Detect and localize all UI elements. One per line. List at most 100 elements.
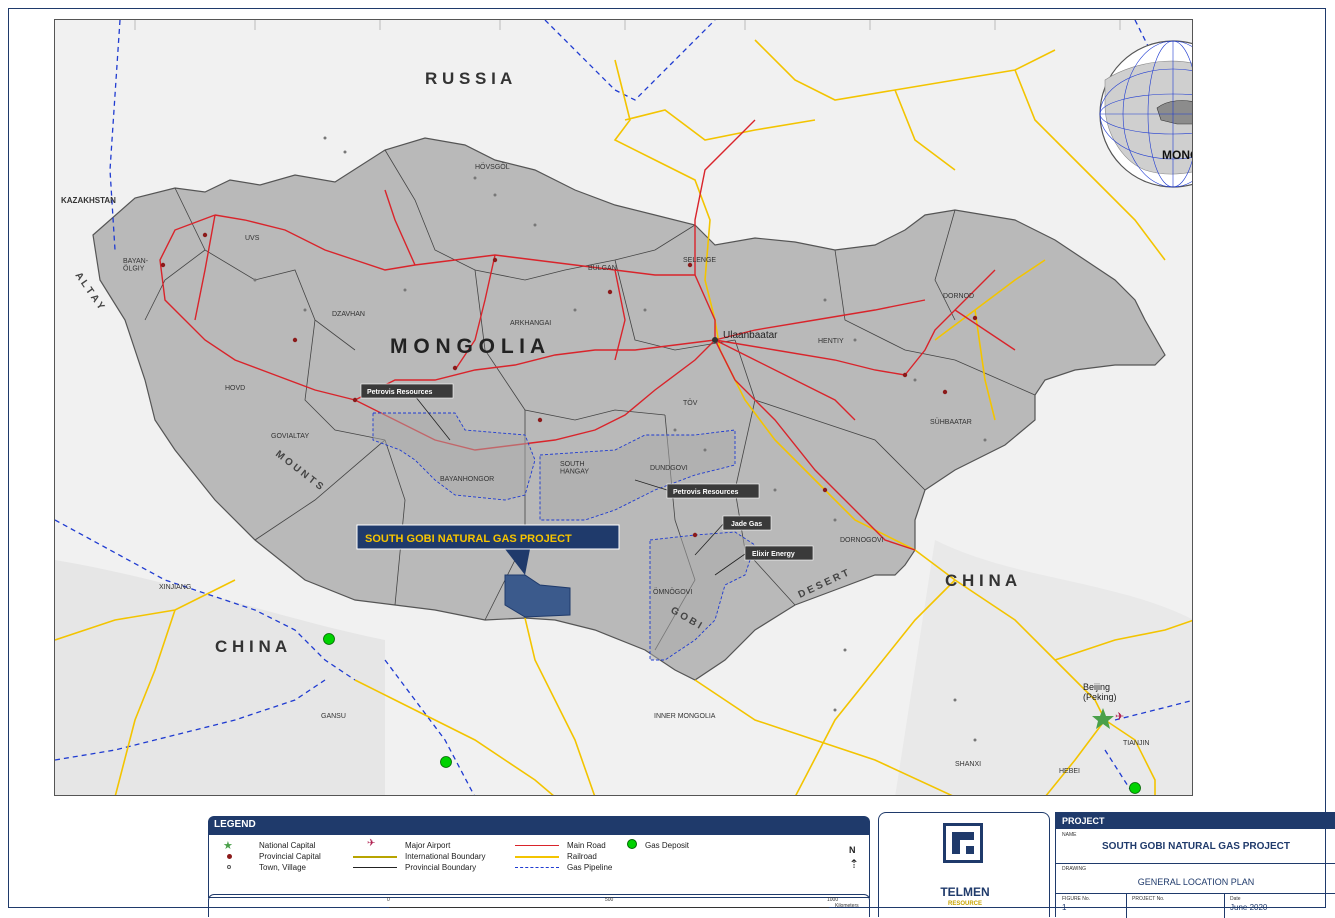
location-map[interactable]: ✈ R U S S I A KAZAKHSTAN M O N G O L I A… <box>54 19 1193 796</box>
legend-provincial-boundary: Provincial Boundary <box>405 863 477 872</box>
drawing-name: GENERAL LOCATION PLAN <box>1137 877 1255 887</box>
main-roads <box>159 119 1016 551</box>
airport-icon: ✈ <box>367 838 376 849</box>
legend-main-road: Main Road <box>567 841 606 850</box>
callout-label: Petrovis Resources <box>367 389 432 396</box>
ulaanbaatar-marker[interactable] <box>712 337 718 343</box>
label-hentiy: HENTIY <box>818 338 844 345</box>
provincial-capital-markers <box>160 232 978 538</box>
figure-number: 1 <box>1062 903 1067 912</box>
callout-petrovis-1[interactable]: Petrovis Resources <box>360 383 454 441</box>
callout-label: Jade Gas <box>731 521 762 528</box>
logo-sub: RESOURCE <box>947 901 982 907</box>
label-xinjiang: XINJIANG <box>159 584 191 591</box>
gas-deposit-marker[interactable] <box>440 756 452 768</box>
region-labels: HÖVSGÖL UVS BAYAN-ÖLGIY DZAVHAN ARKHANGA… <box>123 163 1149 775</box>
project-info-box: PROJECT NAME SOUTH GOBI NATURAL GAS PROJ… <box>1055 812 1335 918</box>
label-hovsgol: HÖVSGÖL <box>475 163 510 171</box>
divider <box>1056 893 1335 894</box>
town-icon <box>227 865 231 869</box>
legend-title: LEGEND <box>208 816 870 834</box>
gas-deposit-icon <box>627 839 637 849</box>
international-boundary-line <box>353 856 397 858</box>
scale-end: 1000 <box>827 897 839 903</box>
label-inner-mongolia: INNER MONGOLIA <box>654 713 716 720</box>
label-govialtay: GOVIALTAY <box>271 433 309 440</box>
label-dzavhan: DZAVHAN <box>332 311 365 318</box>
label-kazakhstan: KAZAKHSTAN <box>61 196 116 205</box>
terrain-shade <box>895 540 1192 795</box>
legend-town: Town, Village <box>259 863 306 872</box>
callout-label: Petrovis Resources <box>673 489 738 496</box>
gas-deposit-marker[interactable] <box>323 633 335 645</box>
scale-unit: Kilometers <box>835 903 859 909</box>
legend-provincial-capital: Provincial Capital <box>259 852 321 861</box>
north-label: N <box>849 845 856 855</box>
scale-mid: 500 <box>605 897 614 903</box>
legend-body: ★ National Capital Provincial Capital To… <box>208 834 870 898</box>
gas-deposit-marker[interactable] <box>1129 782 1141 794</box>
divider <box>1056 863 1335 864</box>
label-omnogovi: ÖMNÖGOVI <box>653 588 692 596</box>
project-name: SOUTH GOBI NATURAL GAS PROJECT <box>1102 841 1290 852</box>
legend-major-airport: Major Airport <box>405 841 451 850</box>
scale-zero: 0 <box>387 897 390 903</box>
divider <box>1126 893 1127 918</box>
licence-blocks <box>372 412 756 661</box>
label-ulaanbaatar: Ulaanbaatar <box>723 330 778 341</box>
scale-bar-box: 0 500 1000 Kilometers <box>208 894 870 917</box>
international-boundaries <box>55 20 1192 795</box>
gas-pipeline-line <box>515 867 559 868</box>
label-gansu: GANSU <box>321 713 346 720</box>
logo-box: TELMEN RESOURCE <box>878 812 1050 917</box>
label-bayanhongor: BAYANHONGOR <box>440 476 494 483</box>
provincial-capital-icon <box>227 854 232 859</box>
railroads <box>55 39 1192 795</box>
legend-international-boundary: International Boundary <box>405 852 486 861</box>
callout-label: SOUTH GOBI NATURAL GAS PROJECT <box>365 533 572 545</box>
graticule <box>134 20 1121 30</box>
label-china-right: C H I N A <box>945 571 1017 590</box>
callout-elixir-energy[interactable]: Elixir Energy <box>714 545 814 576</box>
legend-gas-deposit: Gas Deposit <box>645 841 690 850</box>
label-bulgan: BULGAN <box>588 265 617 272</box>
label-selenge: SELENGE <box>683 257 716 264</box>
label-mongolia-globe: MONGOLIA <box>1162 148 1193 162</box>
terrain-shade <box>55 560 385 795</box>
legend-railroad: Railroad <box>567 852 597 861</box>
label-dornod: DORNOD <box>943 293 974 300</box>
provincial-boundary-line <box>353 867 397 868</box>
railroad-line <box>515 856 559 858</box>
project-no-label: PROJECT No. <box>1132 896 1165 902</box>
label-dundgovi: DUNDGOVI <box>650 465 688 472</box>
legend-gas-pipeline: Gas Pipeline <box>567 863 613 872</box>
label-mongolia: M O N G O L I A <box>390 335 545 358</box>
legend-national-capital: National Capital <box>259 841 316 850</box>
date-label: Date <box>1230 896 1241 902</box>
north-arrow-icon: ⇡ <box>849 857 860 871</box>
label-tianjin: TIANJIN <box>1123 740 1149 747</box>
label-beijing: Beijing(Peking) <box>1083 682 1117 702</box>
drawing-label: DRAWING <box>1062 866 1086 872</box>
national-capital-icon: ★ <box>223 840 233 852</box>
label-shanxi: SHANXI <box>955 761 981 768</box>
scale-line <box>389 907 829 908</box>
globe-inset[interactable]: MONGOLIA <box>1099 40 1193 188</box>
callout-jade-gas[interactable]: Jade Gas <box>694 515 772 556</box>
callout-project[interactable]: SOUTH GOBI NATURAL GAS PROJECT <box>356 524 620 575</box>
legend-panel: LEGEND ★ National Capital Provincial Cap… <box>208 816 870 912</box>
label-hovd: HOVD <box>225 385 245 392</box>
main-road-line <box>515 845 559 846</box>
callout-petrovis-2[interactable]: Petrovis Resources <box>634 479 760 499</box>
project-area[interactable] <box>504 574 571 618</box>
town-markers <box>253 136 987 742</box>
name-label: NAME <box>1062 832 1077 838</box>
label-suhbaatar: SÜHBAATAR <box>930 418 972 426</box>
beijing-star-icon[interactable] <box>1092 708 1114 729</box>
callout-label: Elixir Energy <box>752 551 795 558</box>
label-uvs: UVS <box>245 235 260 242</box>
label-dornogovi: DORNOGOVI <box>840 537 884 544</box>
telmen-logo-icon <box>943 823 983 863</box>
label-arkhangai: ARKHANGAI <box>510 320 551 327</box>
